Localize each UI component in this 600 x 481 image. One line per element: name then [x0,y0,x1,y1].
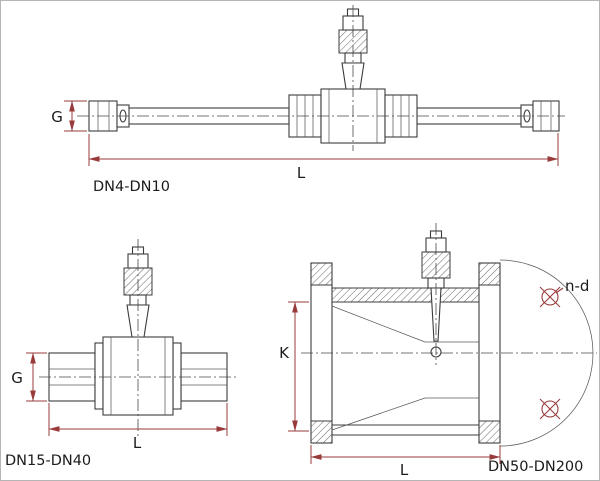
dim-label-g: G [11,369,23,387]
meter-small-sensor [338,8,368,90]
meter-dn4-dn10: G L DN4-DN10 [51,5,565,195]
flange-bolt-circle-view: n-d [499,259,594,447]
dimension-l-medium: L [48,403,228,452]
dim-label-k: K [279,344,290,362]
dimension-k-large: K [279,301,309,432]
meter-dn50-dn200: n-d K L DN50-DN200 [279,223,597,479]
dim-label-g: G [51,108,63,126]
nd-leader-line [555,287,564,294]
dim-label-l: L [133,434,142,452]
dim-label-l: L [297,164,306,182]
size-label-dn15-dn40: DN15-DN40 [5,453,91,469]
meter-large-body [331,287,480,436]
bolt-hole-top [541,288,559,306]
dimension-g-medium: G [11,352,47,402]
dim-label-l: L [400,461,409,479]
dimension-g-small: G [51,100,87,132]
bolt-hole-bottom [541,400,559,418]
dimension-l-large: L [310,445,501,479]
dimension-l-small: L [88,133,559,182]
dim-label-nd: n-d [565,277,589,295]
size-label-dn50-dn200: DN50-DN200 [488,459,583,475]
size-label-dn4-dn10: DN4-DN10 [93,179,170,195]
meter-dn15-dn40: G L DN15-DN40 [5,239,237,469]
